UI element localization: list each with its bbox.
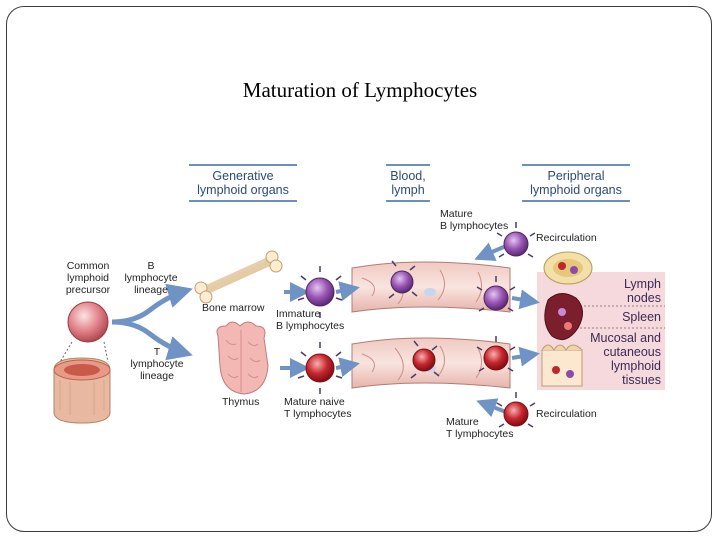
label-common-precursor: Common lymphoid precursor (65, 260, 111, 296)
header-blood-lymph: Blood, lymph (386, 164, 430, 202)
header-generative-organs: Generative lymphoid organs (189, 164, 297, 202)
label-bone-marrow: Bone marrow (202, 302, 265, 314)
header-peripheral-organs: Peripheral lymphoid organs (522, 164, 630, 202)
label-lymph-nodes: Lymph nodes (623, 277, 661, 305)
label-recirculation-bottom: Recirculation (536, 408, 597, 420)
slide-title: Maturation of Lymphocytes (242, 78, 478, 102)
blood-b-cell-icon (388, 260, 418, 299)
slide-frame (6, 6, 712, 532)
label-b-lineage: B lymphocyte lineage (124, 260, 178, 296)
mature-t-cell-icon-mid (476, 336, 516, 372)
label-immature-b: Immature B lymphocytes (276, 308, 345, 332)
bone-section-image (53, 357, 111, 424)
mucosal-tissue-image (541, 344, 583, 387)
bone-marrow-image (194, 250, 283, 304)
label-thymus: Thymus (222, 396, 260, 408)
label-spleen: Spleen (622, 310, 661, 324)
label-t-lineage: T lymphocyte lineage (130, 346, 184, 382)
lymph-node-image (543, 251, 593, 285)
mature-naive-t-cell-icon (297, 342, 343, 394)
mature-b-cell-icon-top (496, 222, 536, 258)
blood-t-cell-icon (410, 340, 440, 379)
label-mature-t: Mature T lymphocytes (446, 416, 514, 440)
spleen-image (544, 293, 583, 341)
precursor-cell-icon (67, 301, 109, 343)
label-mucosal-tissues: Mucosal and cutaneous lymphoid tissues (590, 331, 661, 387)
thymus-image (216, 321, 269, 395)
label-mature-naive-t: Mature naive T lymphocytes (284, 396, 352, 420)
mature-t-cell-icon-bottom (496, 392, 536, 428)
label-recirculation-top: Recirculation (536, 232, 597, 244)
immature-b-cell-icon (297, 266, 343, 318)
label-mature-b: Mature B lymphocytes (440, 208, 509, 232)
mature-b-cell-icon-mid (476, 276, 516, 312)
